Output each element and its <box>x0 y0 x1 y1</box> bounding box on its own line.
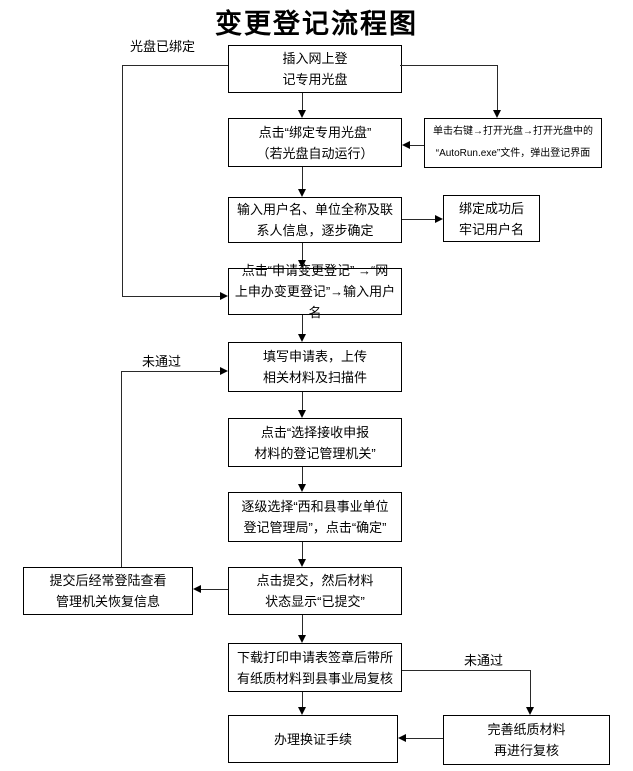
connector-autorun-to-bind <box>409 145 424 146</box>
arrowhead-down-icon <box>298 484 306 492</box>
arrowhead-down-icon <box>298 559 306 567</box>
arrowhead-right-icon <box>220 367 228 375</box>
node-check-reply: 提交后经常登陆查看 管理机关恢复信息 <box>23 567 193 615</box>
arrowhead-down-icon <box>298 110 306 118</box>
connector-notpassed2-v <box>530 670 531 707</box>
connector-improve-to-renew <box>406 738 443 739</box>
node-apply-change: 点击“申请变更登记” →“网 上申办变更登记”→输入用户名 <box>228 263 402 320</box>
page-title: 变更登记流程图 <box>215 9 418 39</box>
arrowhead-left-icon <box>402 141 410 149</box>
connector-bind-to-input <box>302 167 303 189</box>
node-renew-cert: 办理换证手续 <box>228 715 398 763</box>
arrowhead-left-icon <box>193 585 201 593</box>
arrowhead-right-icon <box>220 292 228 300</box>
node-print-review: 下载打印申请表签章后带所 有纸质材料到县事业局复核 <box>228 643 402 692</box>
arrowhead-left-icon <box>398 734 406 742</box>
connector-notpassed1-v <box>121 371 122 567</box>
node-bind-success: 绑定成功后 牢记用户名 <box>443 195 540 242</box>
node-submit: 点击提交，然后材料 状态显示“已提交” <box>228 567 402 615</box>
node-bind-disc: 点击“绑定专用光盘” （若光盘自动运行） <box>228 118 402 167</box>
connector-submit-to-reply <box>201 589 228 590</box>
arrowhead-right-icon <box>435 215 443 223</box>
edge-label-not-passed-bottom: 未通过 <box>464 653 504 668</box>
connector-fill-to-selectorg <box>302 392 303 410</box>
connector-discbound-h1 <box>122 65 228 66</box>
connector-notpassed2-h <box>402 670 530 671</box>
arrowhead-down-icon <box>298 260 306 268</box>
node-autorun: 单击右键→打开光盘→打开光盘中的 “AutoRun.exe”文件，弹出登记界面 <box>424 118 602 168</box>
connector-submit-to-print <box>302 615 303 635</box>
connector-notpassed1-h <box>121 371 220 372</box>
connector-input-to-apply <box>302 243 303 260</box>
connector-input-to-success <box>402 219 435 220</box>
connector-discbound-h2 <box>122 296 220 297</box>
node-improve-materials: 完善纸质材料 再进行复核 <box>443 715 610 765</box>
connector-discbound-v <box>122 65 123 296</box>
connector-print-to-renew <box>302 692 303 707</box>
edge-label-disc-bound: 光盘已绑定 <box>130 39 196 54</box>
node-insert-disc: 插入网上登 记专用光盘 <box>228 45 402 93</box>
arrowhead-down-icon <box>493 110 501 118</box>
arrowhead-down-icon <box>298 707 306 715</box>
arrowhead-down-icon <box>298 334 306 342</box>
node-input-user: 输入用户名、单位全称及联 系人信息，逐步确定 <box>228 197 402 243</box>
connector-apply-to-fill <box>302 315 303 334</box>
arrowhead-down-icon <box>298 189 306 197</box>
connector-insert-to-autorun-h <box>400 65 497 66</box>
arrowhead-down-icon <box>298 635 306 643</box>
connector-selectorg-to-bureau <box>302 467 303 484</box>
connector-insert-to-bind <box>302 93 303 110</box>
node-select-org: 点击“选择接收申报 材料的登记管理机关” <box>228 418 402 467</box>
arrowhead-down-icon <box>526 707 534 715</box>
node-fill-form: 填写申请表，上传 相关材料及扫描件 <box>228 342 402 392</box>
edge-label-not-passed-top: 未通过 <box>142 354 182 369</box>
connector-bureau-to-submit <box>302 542 303 559</box>
connector-insert-to-autorun-v <box>497 65 498 110</box>
node-select-bureau: 逐级选择“西和县事业单位 登记管理局”，点击“确定” <box>228 492 402 542</box>
arrowhead-down-icon <box>298 410 306 418</box>
